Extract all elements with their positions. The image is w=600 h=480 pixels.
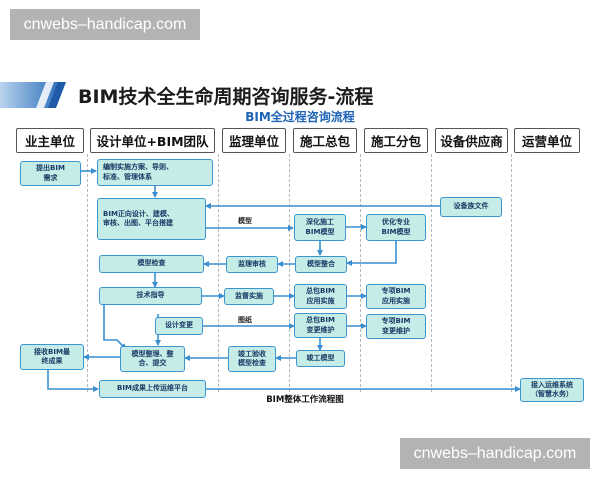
column-header-subcontractor: 施工分包 bbox=[364, 128, 428, 153]
label-model: 模型 bbox=[238, 217, 252, 225]
node-sub-apply: 专项BIM 应用实施 bbox=[366, 284, 426, 309]
lane-divider bbox=[218, 154, 219, 392]
node-plan-standards: 编制实施方案、导则、 标准、管理体系 bbox=[97, 159, 213, 186]
node-model-organize: 模型整理、整 合、提交 bbox=[120, 346, 185, 372]
node-propose-bim: 提出BIM 需求 bbox=[20, 161, 81, 186]
column-header-design: 设计单位+BIM团队 bbox=[90, 128, 215, 153]
arrow-guidance-to-organize bbox=[103, 305, 127, 350]
node-supervision-impl: 监督实施 bbox=[224, 288, 274, 305]
column-header-supervision: 监理单位 bbox=[222, 128, 286, 153]
arrow-receive-to-upload bbox=[47, 370, 99, 392]
node-upload-platform: BIM成果上传运维平台 bbox=[99, 380, 206, 398]
node-receive-results: 接收BIM最 终成果 bbox=[20, 344, 84, 370]
lane-divider bbox=[431, 154, 432, 392]
label-drawings: 图纸 bbox=[238, 316, 252, 324]
title-accent-bar bbox=[0, 82, 60, 108]
column-header-supplier: 设备供应商 bbox=[435, 128, 508, 153]
node-supervision-review: 监理审核 bbox=[226, 256, 278, 273]
node-gc-change: 总包BIM 变更维护 bbox=[294, 313, 347, 338]
node-completion-check: 竣工验收 模型检查 bbox=[228, 346, 276, 372]
node-sub-change: 专项BIM 变更维护 bbox=[366, 314, 426, 339]
node-equipment-files: 设备族文件 bbox=[440, 197, 502, 217]
watermark-bottom: cnwebs–handicap.com bbox=[400, 438, 590, 469]
node-gc-apply: 总包BIM 应用实施 bbox=[294, 284, 347, 309]
lane-divider bbox=[87, 154, 88, 392]
node-tech-guidance: 技术指导 bbox=[99, 287, 202, 305]
column-header-general-contractor: 施工总包 bbox=[293, 128, 357, 153]
watermark-top: cnwebs–handicap.com bbox=[10, 9, 200, 40]
lane-divider bbox=[511, 154, 512, 392]
node-ops-system: 接入运维系统 （智慧水务） bbox=[520, 378, 584, 402]
node-design-change: 设计变更 bbox=[155, 317, 203, 335]
lane-divider bbox=[360, 154, 361, 392]
node-optimize-model: 优化专业 BIM模型 bbox=[366, 214, 426, 241]
diagram-caption: BIM整体工作流程图 bbox=[266, 395, 344, 405]
node-model-check: 模型检查 bbox=[99, 255, 204, 273]
arrow-optimize-to-integrate bbox=[346, 241, 397, 266]
column-header-operator: 运营单位 bbox=[514, 128, 580, 153]
lane-divider bbox=[289, 154, 290, 392]
node-forward-design: BIM正向设计、建模、 审核、出图、平台搭建 bbox=[97, 198, 206, 240]
page-subtitle: BIM全过程咨询流程 bbox=[245, 110, 355, 124]
column-header-owner: 业主单位 bbox=[16, 128, 84, 153]
node-model-integrate: 模型整合 bbox=[295, 256, 347, 273]
node-as-built-model: 竣工模型 bbox=[296, 350, 345, 367]
node-deepen-model: 深化施工 BIM模型 bbox=[294, 214, 346, 241]
page-title: BIM技术全生命周期咨询服务-流程 bbox=[78, 85, 374, 108]
